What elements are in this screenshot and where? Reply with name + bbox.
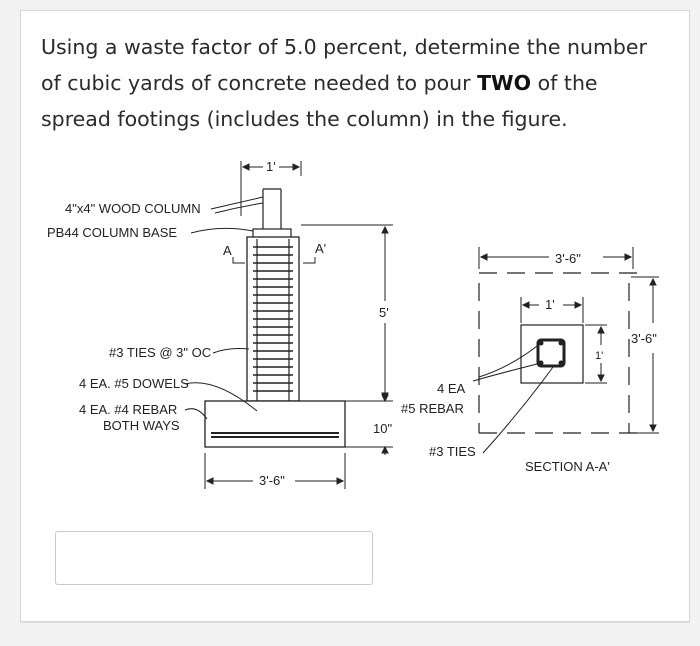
label-column-base: PB44 COLUMN BASE bbox=[47, 225, 177, 240]
label-rebar-line1: 4 EA. #4 REBAR bbox=[79, 402, 177, 417]
question-part2: of the spread footings (includes the col… bbox=[41, 71, 598, 131]
label-section-aa: SECTION A-A' bbox=[525, 459, 610, 474]
dim-thickness: 10" bbox=[373, 421, 392, 436]
footing-figure: 1' bbox=[47, 159, 659, 489]
dim-height-5ft: 5' bbox=[379, 305, 389, 320]
dim-footing-width: 3'-6" bbox=[259, 473, 285, 488]
dim-top-1ft: 1' bbox=[266, 159, 276, 174]
label-ea-line2: #5 REBAR bbox=[401, 401, 464, 416]
label-plan-ties: #3 TIES bbox=[429, 444, 476, 459]
question-card: Using a waste factor of 5.0 percent, det… bbox=[20, 10, 690, 622]
question-part1: Using a waste factor of 5.0 percent, det… bbox=[41, 35, 647, 95]
bottom-divider bbox=[20, 622, 690, 623]
section-marker-a: A bbox=[223, 243, 232, 258]
label-dowels: 4 EA. #5 DOWELS bbox=[79, 376, 189, 391]
dim-plan-inner-width: 1' bbox=[545, 297, 555, 312]
answer-input[interactable] bbox=[55, 531, 373, 585]
dim-plan-inner-depth: 1' bbox=[595, 350, 603, 362]
section-marker-a-prime: A' bbox=[315, 241, 326, 256]
label-ties: #3 TIES @ 3" OC bbox=[109, 345, 211, 360]
question-emphasis: TWO bbox=[477, 71, 532, 95]
dim-plan-depth: 3'-6" bbox=[631, 331, 657, 346]
label-ea-line1: 4 EA bbox=[437, 381, 466, 396]
label-rebar-line2: BOTH WAYS bbox=[103, 418, 180, 433]
dim-plan-width: 3'-6" bbox=[555, 251, 581, 266]
question-text: Using a waste factor of 5.0 percent, det… bbox=[41, 29, 661, 137]
label-wood-column: 4"x4" WOOD COLUMN bbox=[65, 201, 201, 216]
